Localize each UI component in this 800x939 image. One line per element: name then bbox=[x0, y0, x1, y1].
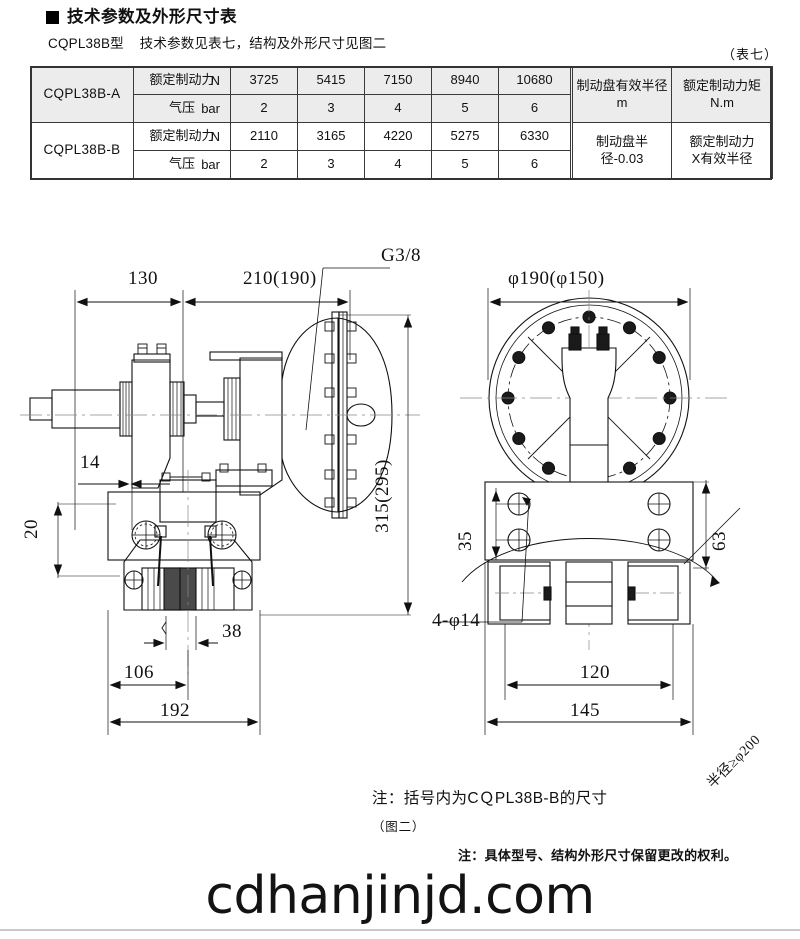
dim-192: 192 bbox=[160, 700, 190, 721]
page-title: 技术参数及外形尺寸表 bbox=[67, 8, 237, 26]
cell-b-press-3: 4 bbox=[364, 150, 432, 179]
cell-a-force-1: 3725 bbox=[230, 66, 298, 95]
dim-14: 14 bbox=[80, 452, 100, 473]
page-subtitle: CQPL38B型 技术参数见表七，结构及外形尺寸见图二 bbox=[48, 36, 387, 52]
cell-a-force-5: 10680 bbox=[498, 66, 572, 95]
cell-label-a-pressure: 气压 bar bbox=[133, 94, 231, 123]
table-row: CQPL38B-A 额定制动力 N 3725 5415 7150 8940 10… bbox=[30, 66, 773, 123]
cell-a-force-4: 8940 bbox=[431, 66, 499, 95]
label-text: 气压 bbox=[168, 100, 195, 116]
cell-a-torque: 额定制动力矩 N.m bbox=[671, 66, 773, 123]
label-text: 气压 bbox=[168, 156, 195, 172]
radius-col-text-a: 制动盘有效半径 m bbox=[576, 78, 668, 110]
front-view-drawing bbox=[440, 288, 741, 735]
cell-b-force-2: 3165 bbox=[297, 122, 365, 151]
dim-120: 120 bbox=[580, 662, 610, 683]
dim-130: 130 bbox=[128, 268, 158, 289]
bottom-divider bbox=[0, 929, 800, 931]
page-header: 技术参数及外形尺寸表 CQPL38B型 技术参数见表七，结构及外形尺寸见图二 bbox=[46, 8, 766, 52]
cell-label-b-force: 额定制动力 N bbox=[133, 122, 231, 151]
dim-106: 106 bbox=[124, 662, 154, 683]
label-text: 额定制动力 bbox=[149, 128, 215, 144]
cell-b-press-4: 5 bbox=[431, 150, 499, 179]
dim-315-295: 315(295) bbox=[371, 459, 393, 533]
cell-model-a: CQPL38B-A bbox=[30, 66, 134, 123]
cell-label-a-force: 额定制动力 N bbox=[133, 66, 231, 95]
radius-col-text-b: 制动盘半径-0.03 bbox=[595, 134, 648, 166]
cell-b-press-2: 3 bbox=[297, 150, 365, 179]
dim-210-190: 210(190) bbox=[243, 268, 317, 289]
table-row: 气压 bar 2 3 4 5 6 bbox=[31, 94, 773, 123]
cell-a-press-4: 5 bbox=[431, 94, 499, 123]
torque-col-text-b: 额定制动力 X有效半径 bbox=[689, 134, 755, 166]
cell-b-force-5: 6330 bbox=[498, 122, 572, 151]
cell-model-b: CQPL38B-B bbox=[30, 122, 134, 179]
cell-b-force-1: 2110 bbox=[230, 122, 298, 151]
dim-63: 63 bbox=[709, 531, 730, 551]
title-row: 技术参数及外形尺寸表 bbox=[46, 8, 766, 26]
spec-table-container: CQPL38B-A 额定制动力 N 3725 5415 7150 8940 10… bbox=[30, 66, 773, 179]
cell-b-effective-radius: 制动盘半径-0.03 bbox=[570, 122, 672, 179]
cell-a-press-2: 3 bbox=[297, 94, 365, 123]
table-row: CQPL38B-B 额定制动力 N 2110 3165 4220 5275 63… bbox=[30, 122, 773, 179]
cell-b-force-4: 5275 bbox=[431, 122, 499, 151]
side-view-drawing bbox=[20, 267, 420, 735]
dim-38: 38 bbox=[222, 621, 242, 642]
dim-20: 20 bbox=[21, 519, 42, 539]
dim-4-phi14: 4-φ14 bbox=[432, 610, 481, 631]
figure-label: （图二） bbox=[372, 820, 426, 834]
cell-b-force-3: 4220 bbox=[364, 122, 432, 151]
table-row: 气压 bar 2 3 4 5 6 bbox=[31, 150, 773, 179]
unit-text: N bbox=[210, 72, 220, 88]
cell-a-effective-radius: 制动盘有效半径 m bbox=[570, 66, 672, 123]
cell-a-force-3: 7150 bbox=[364, 66, 432, 95]
spec-table: CQPL38B-A 额定制动力 N 3725 5415 7150 8940 10… bbox=[30, 66, 773, 179]
cell-b-press-5: 6 bbox=[498, 150, 572, 179]
cell-a-press-3: 4 bbox=[364, 94, 432, 123]
cell-b-torque: 额定制动力 X有效半径 bbox=[671, 122, 773, 179]
cell-a-force-2: 5415 bbox=[297, 66, 365, 95]
cell-a-press-1: 2 bbox=[230, 94, 298, 123]
bracket-dimension-note: 注：括号内为CＱPL38B-B的尺寸 bbox=[372, 790, 608, 807]
dim-g3-8: G3/8 bbox=[381, 245, 421, 266]
unit-text: bar bbox=[201, 156, 220, 172]
bullet-square-icon bbox=[46, 10, 59, 24]
unit-text: N bbox=[210, 128, 220, 144]
torque-col-text-a: 额定制动力矩 N.m bbox=[682, 78, 761, 110]
dim-phi190-phi150: φ190(φ150) bbox=[508, 268, 605, 289]
unit-text: bar bbox=[201, 100, 220, 116]
rights-reserved-note: 注：具体型号、结构外形尺寸保留更改的权利。 bbox=[458, 848, 738, 863]
table-caption: （表七） bbox=[721, 47, 778, 62]
cell-b-press-1: 2 bbox=[230, 150, 298, 179]
label-text: 额定制动力 bbox=[149, 72, 215, 88]
technical-drawings: 130 210(190) G3/8 315(295) 14 20 38 106 … bbox=[0, 230, 800, 791]
cell-label-b-pressure: 气压 bar bbox=[133, 150, 231, 179]
dim-35: 35 bbox=[455, 531, 476, 551]
cell-a-press-5: 6 bbox=[498, 94, 572, 123]
dim-145: 145 bbox=[570, 700, 600, 721]
site-watermark: cdhanjinjd.com bbox=[205, 866, 595, 926]
